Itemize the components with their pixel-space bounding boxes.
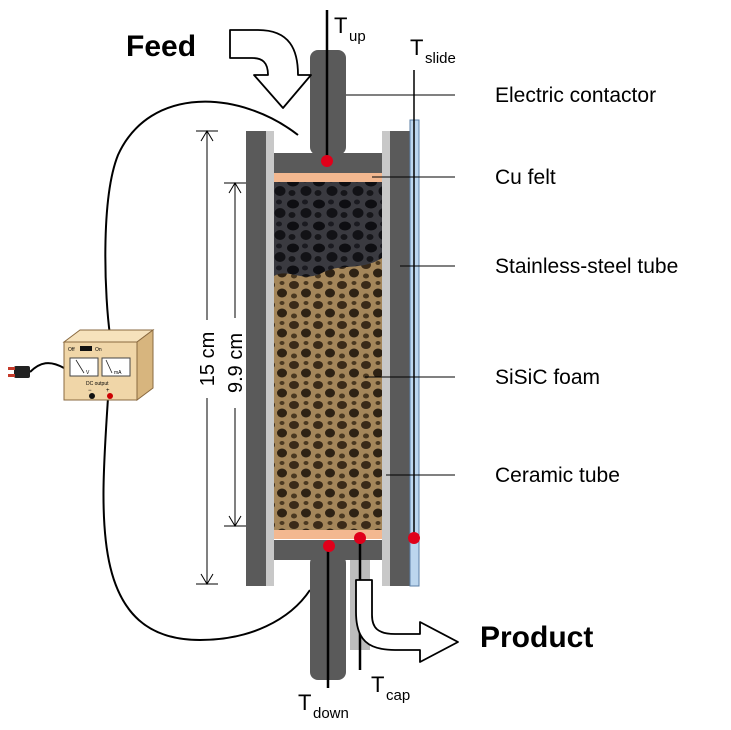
- mains-plug-icon: [8, 366, 30, 378]
- power-switch: [80, 346, 92, 351]
- feed-arrow-icon: [229, 29, 312, 109]
- t-up-label: T up: [334, 13, 366, 45]
- component-label-ceramic-tube: Ceramic tube: [495, 464, 620, 487]
- svg-text:cap: cap: [386, 687, 410, 704]
- dimension-outer-label: 15 cm: [197, 332, 219, 386]
- thermocouple-tip-up: [321, 155, 333, 167]
- stainless-steel-tube-right: [390, 131, 410, 586]
- ceramic-tube-left: [266, 131, 274, 586]
- ammeter: [101, 357, 131, 377]
- thermocouple-tip-cap: [354, 532, 366, 544]
- dimension-inner-label: 9.9 cm: [225, 333, 247, 393]
- thermocouple-tip-down: [323, 540, 335, 552]
- product-label: Product: [480, 621, 593, 654]
- sisic-foam: [274, 182, 382, 530]
- component-label-electric-contactor: Electric contactor: [495, 84, 656, 107]
- t-slide-label: T slide: [410, 35, 456, 67]
- svg-text:slide: slide: [425, 50, 456, 67]
- svg-text:T: T: [334, 13, 347, 38]
- voltmeter: [69, 357, 99, 377]
- power-supply: Off On V mA DC output − +: [62, 329, 155, 401]
- product-arrow-icon: [355, 579, 459, 663]
- ammeter-unit: mA: [114, 370, 122, 376]
- component-label-stainless-steel-tube: Stainless-steel tube: [495, 255, 678, 278]
- cu-felt-bottom: [274, 530, 382, 539]
- svg-text:T: T: [371, 672, 384, 697]
- t-cap-label: T cap: [371, 672, 410, 704]
- component-label-sisic-foam: SiSiC foam: [495, 366, 600, 389]
- dc-output-label: DC output: [86, 381, 109, 387]
- svg-text:down: down: [313, 705, 349, 722]
- switch-off-label: Off: [68, 347, 75, 353]
- cu-felt-top: [274, 173, 382, 182]
- dimension-inner: 9.9 cm: [224, 182, 247, 527]
- svg-text:T: T: [298, 690, 311, 715]
- svg-text:up: up: [349, 28, 366, 45]
- voltmeter-unit: V: [86, 370, 90, 376]
- mains-plug-cable: [29, 362, 65, 373]
- terminal-plus-label: +: [106, 388, 110, 394]
- dimension-outer: 15 cm: [196, 130, 219, 585]
- t-down-label: T down: [298, 690, 349, 722]
- power-cable: [104, 100, 299, 336]
- power-cable-bottom: [102, 397, 311, 642]
- feed-label: Feed: [126, 30, 196, 63]
- svg-text:T: T: [410, 35, 423, 60]
- stainless-steel-tube-left: [246, 131, 266, 586]
- switch-on-label: On: [95, 347, 102, 353]
- ceramic-tube-right: [382, 131, 390, 586]
- negative-terminal: [89, 393, 95, 399]
- terminal-minus-label: −: [88, 388, 92, 394]
- component-label-cu-felt: Cu felt: [495, 166, 556, 189]
- thermocouple-tip-slide: [408, 532, 420, 544]
- positive-terminal: [107, 393, 113, 399]
